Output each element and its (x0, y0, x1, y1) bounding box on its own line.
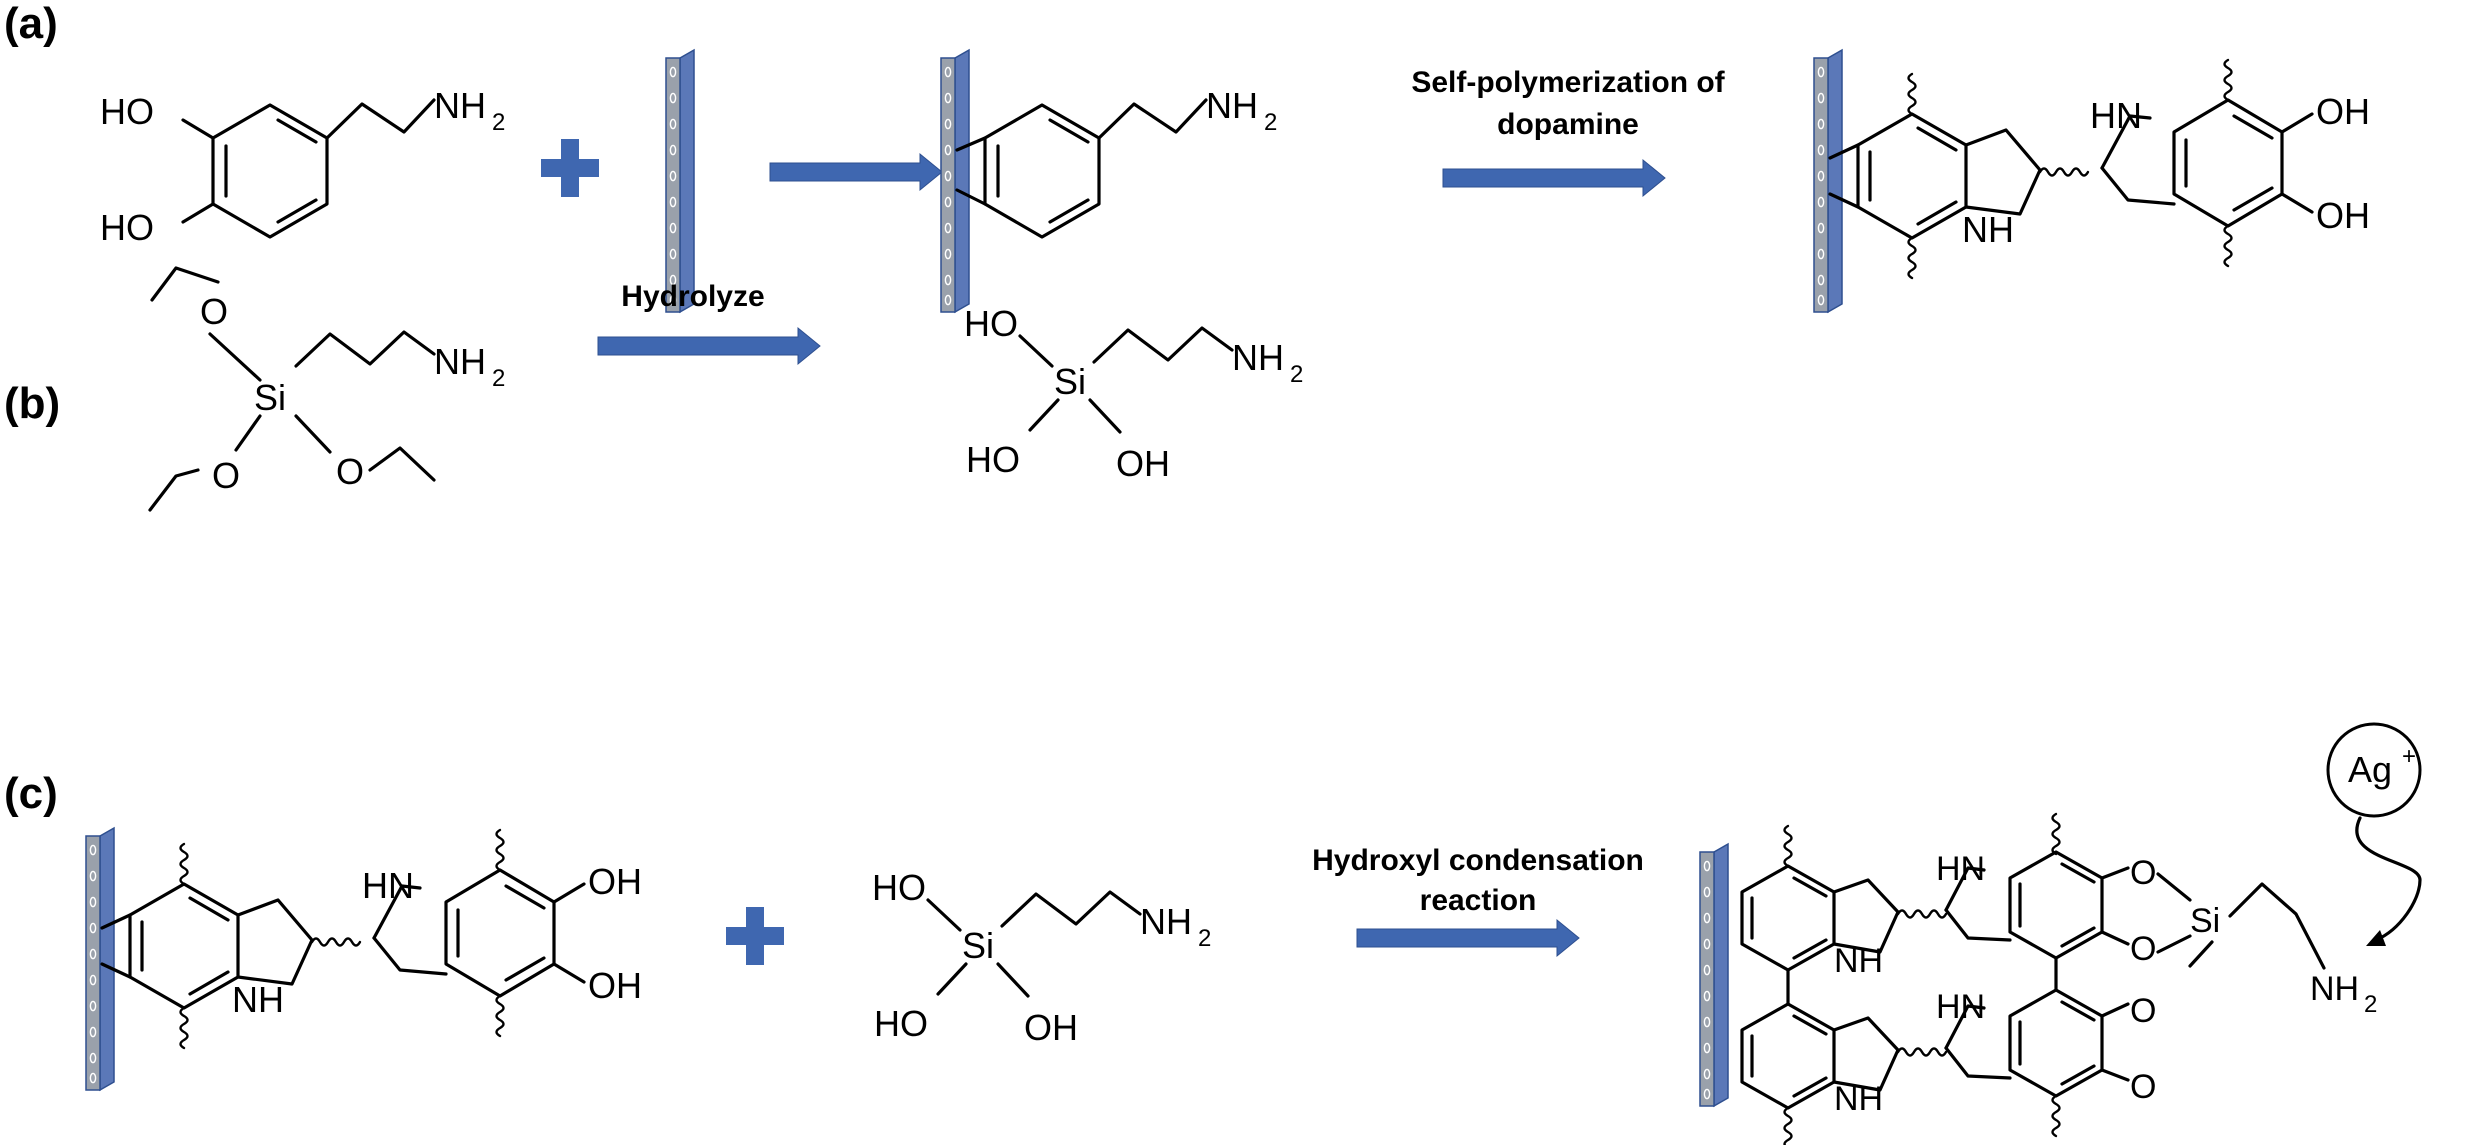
svg-text:O: O (2130, 854, 2156, 892)
svg-text:2: 2 (1198, 925, 1211, 952)
silanized-polydopamine: NH HN O O NH HN O O Si NH 2 (1740, 812, 2377, 1145)
silver-ion: Ag + (2326, 722, 2422, 818)
plus-sign (726, 907, 784, 965)
svg-text:OH: OH (1024, 1007, 1078, 1048)
substrate-plate (1813, 49, 1843, 313)
svg-text:O: O (336, 451, 364, 492)
svg-text:O: O (212, 455, 240, 496)
svg-text:O: O (200, 291, 228, 332)
svg-text:O: O (2130, 1068, 2156, 1106)
svg-text:HO: HO (100, 91, 154, 132)
svg-text:O: O (2130, 992, 2156, 1030)
substrate-plate (85, 827, 115, 1091)
svg-text:NH: NH (1206, 85, 1258, 126)
reaction-arrow (1442, 159, 1666, 197)
substrate-plate (665, 49, 695, 313)
step-label-a-line1: Self-polymerization of (1411, 66, 1725, 99)
step-label-b: Hydrolyze (621, 280, 764, 313)
svg-text:Si: Si (962, 925, 994, 966)
svg-text:Si: Si (2190, 902, 2220, 940)
substrate-plate (940, 49, 970, 313)
svg-text:NH: NH (2310, 970, 2359, 1008)
svg-text:2: 2 (492, 365, 505, 392)
step-label-a-line2: dopamine (1497, 108, 1639, 141)
panel-label-c: (c) (4, 769, 58, 818)
svg-text:OH: OH (588, 965, 642, 1006)
svg-text:Ag: Ag (2348, 749, 2392, 790)
curved-arrow-head (2366, 930, 2386, 946)
adsorbed-dopamine: NH 2 (955, 85, 1277, 239)
panel-label-b: (b) (4, 379, 60, 428)
svg-text:OH: OH (1116, 443, 1170, 484)
aptes-molecule: O Si O O NH 2 (148, 266, 505, 512)
svg-text:HN: HN (2090, 95, 2142, 136)
svg-text:2: 2 (1290, 361, 1303, 388)
dopamine-molecule: HO HO NH 2 (100, 85, 505, 248)
hydrolyzed-aptes-molecule: HO Si HO OH NH 2 (872, 867, 1211, 1048)
svg-text:NH: NH (1834, 1080, 1883, 1118)
svg-text:NH: NH (434, 85, 486, 126)
svg-text:OH: OH (2316, 195, 2370, 236)
svg-text:Si: Si (1054, 361, 1086, 402)
svg-text:NH: NH (232, 979, 284, 1020)
svg-text:2: 2 (492, 109, 505, 136)
svg-text:Si: Si (254, 377, 286, 418)
svg-text:HN: HN (362, 865, 414, 906)
svg-text:OH: OH (588, 861, 642, 902)
hydrolyzed-aptes-molecule: HO Si HO OH NH 2 (964, 303, 1303, 484)
svg-text:HN: HN (1936, 850, 1985, 888)
polydopamine-molecule: NH HN OH OH (100, 828, 642, 1050)
reaction-arrow (597, 327, 821, 365)
svg-text:+: + (2402, 743, 2416, 770)
svg-text:HO: HO (966, 439, 1020, 480)
svg-text:HO: HO (100, 207, 154, 248)
step-label-c-line1: Hydroxyl condensation (1312, 844, 1644, 877)
svg-text:HO: HO (874, 1003, 928, 1044)
step-label-c-line2: reaction (1420, 884, 1537, 917)
svg-text:OH: OH (2316, 91, 2370, 132)
svg-text:O: O (2130, 930, 2156, 968)
svg-text:2: 2 (2364, 991, 2377, 1018)
svg-text:NH: NH (1962, 209, 2014, 250)
panel-label-a: (a) (4, 0, 58, 48)
substrate-plate (1699, 843, 1729, 1107)
svg-text:HO: HO (964, 303, 1018, 344)
svg-text:NH: NH (1834, 942, 1883, 980)
svg-text:NH: NH (1232, 337, 1284, 378)
polydopamine-molecule: NH HN OH OH (1828, 58, 2370, 280)
svg-text:2: 2 (1264, 109, 1277, 136)
svg-text:HN: HN (1936, 988, 1985, 1026)
reaction-arrow (769, 153, 943, 191)
curved-arrow (2355, 816, 2422, 942)
svg-text:NH: NH (434, 341, 486, 382)
svg-text:HO: HO (872, 867, 926, 908)
svg-text:NH: NH (1140, 901, 1192, 942)
plus-sign (541, 139, 599, 197)
reaction-arrow (1356, 919, 1580, 957)
